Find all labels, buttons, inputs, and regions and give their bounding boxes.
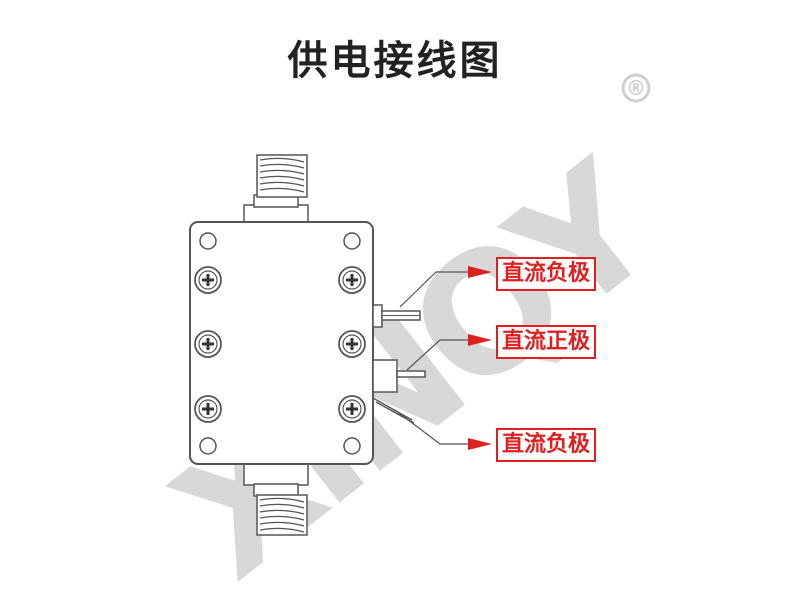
dc-positive-terminal bbox=[372, 359, 426, 393]
screw-icon bbox=[338, 266, 366, 294]
mounting-hole bbox=[199, 232, 217, 250]
device-body bbox=[189, 221, 374, 465]
screw-icon bbox=[194, 330, 222, 358]
dc-negative-label-upper: 直流负极 bbox=[496, 257, 597, 291]
screw-icon bbox=[338, 395, 366, 423]
bottom-rf-connector bbox=[243, 462, 309, 536]
top-rf-connector bbox=[243, 154, 309, 226]
leader-lines bbox=[394, 271, 468, 445]
dc-negative-terminal-upper bbox=[372, 304, 421, 328]
registered-mark-symbol: ® bbox=[626, 76, 646, 100]
page-title: 供电接线图 bbox=[287, 38, 503, 84]
dc-positive-label: 直流正极 bbox=[496, 325, 597, 359]
dc-negative-label-lower: 直流负极 bbox=[496, 428, 597, 462]
registered-mark: ® bbox=[621, 73, 651, 103]
top-connector-threads bbox=[259, 157, 305, 193]
bottom-connector-threads bbox=[259, 497, 305, 533]
mounting-hole bbox=[199, 437, 217, 455]
mounting-hole bbox=[343, 437, 361, 455]
screw-icon bbox=[194, 266, 222, 294]
arrow-icon bbox=[468, 266, 492, 450]
screw-icon bbox=[194, 395, 222, 423]
screw-icon bbox=[338, 330, 366, 358]
mounting-hole bbox=[343, 232, 361, 250]
